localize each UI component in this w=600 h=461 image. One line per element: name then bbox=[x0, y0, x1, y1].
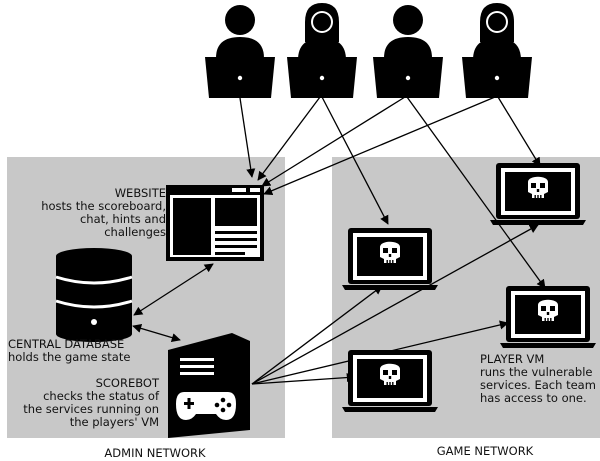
arrow-player3-website bbox=[261, 96, 406, 187]
website-desc-3: challenges bbox=[104, 225, 166, 239]
player-vm-desc-1: runs the vulnerable bbox=[480, 365, 593, 379]
arrow-player2-vm1 bbox=[321, 96, 389, 225]
website-label: WEBSITE hosts the scoreboard, chat, hint… bbox=[41, 187, 166, 239]
arrow-player3-vm3 bbox=[406, 96, 546, 289]
game-network-label: GAME NETWORK bbox=[436, 444, 534, 458]
arrow-website-database bbox=[133, 263, 214, 316]
player-icon-3 bbox=[373, 5, 443, 98]
admin-network-label: ADMIN NETWORK bbox=[104, 446, 206, 460]
arrow-player1-website bbox=[239, 97, 256, 178]
player-vm-label: PLAYER VM runs the vulnerable services. … bbox=[480, 353, 596, 405]
scorebot-desc-2: the services running on bbox=[23, 402, 159, 416]
skull-laptop-icon-3 bbox=[500, 286, 596, 348]
player-icon-1 bbox=[205, 5, 275, 98]
scorebot-title: SCOREBOT bbox=[95, 376, 159, 390]
skull-laptop-icon-1 bbox=[342, 228, 438, 290]
website-desc-2: chat, hints and bbox=[79, 212, 166, 226]
skull-laptop-icon-2 bbox=[490, 163, 586, 225]
database-desc: holds the game state bbox=[8, 350, 131, 364]
player-icon-2 bbox=[287, 3, 357, 98]
browser-window-icon bbox=[166, 185, 264, 261]
arrow-player4-vm2 bbox=[497, 96, 541, 167]
database-title: CENTRAL DATABASE bbox=[8, 337, 125, 351]
arrow-player2-website bbox=[257, 96, 321, 181]
database-icon bbox=[55, 248, 133, 342]
arrow-scorebot-vm2 bbox=[251, 224, 539, 385]
database-label: CENTRAL DATABASE holds the game state bbox=[8, 338, 130, 364]
scorebot-label: SCOREBOT checks the status of the servic… bbox=[23, 377, 159, 429]
player-vm-title: PLAYER VM bbox=[480, 352, 545, 366]
arrow-database-scorebot bbox=[132, 323, 181, 343]
skull-laptop-icon-4 bbox=[342, 350, 438, 412]
player-icon-4 bbox=[462, 3, 532, 98]
scorebot-desc-1: checks the status of bbox=[43, 389, 159, 403]
scorebot-server-icon bbox=[168, 333, 250, 438]
arrow-scorebot-vm4 bbox=[251, 373, 356, 385]
arrow-player4-website bbox=[263, 96, 496, 196]
scorebot-desc-3: the players' VM bbox=[69, 415, 159, 429]
arrow-scorebot-vm1 bbox=[251, 285, 383, 385]
website-title: WEBSITE bbox=[114, 186, 166, 200]
website-desc-1: hosts the scoreboard, bbox=[41, 199, 166, 213]
player-vm-desc-2: services. Each team bbox=[480, 378, 596, 392]
player-vm-desc-3: has access to one. bbox=[480, 391, 587, 405]
